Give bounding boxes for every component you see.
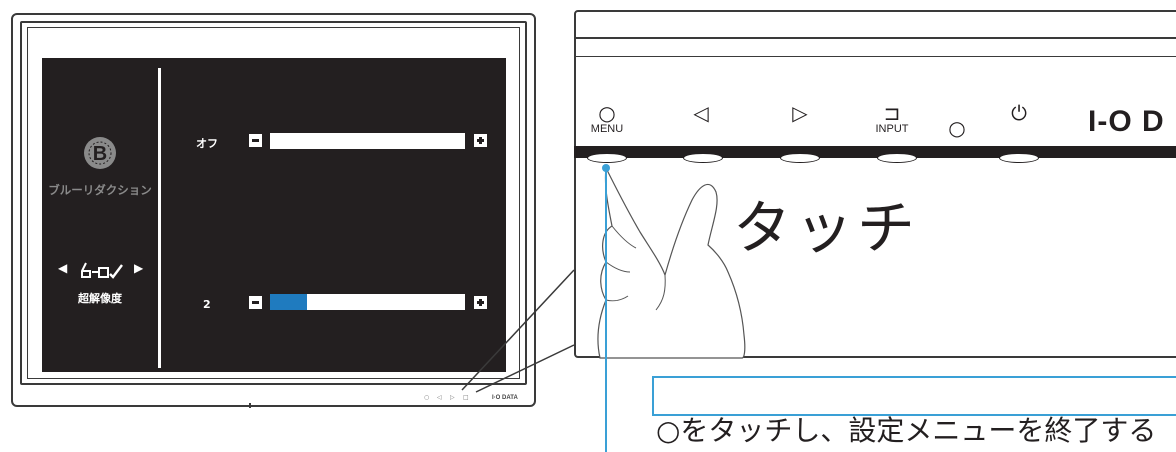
osd-menu [42, 58, 506, 372]
super-resolution-label: 超解像度 [78, 292, 122, 305]
decrease-button[interactable] [249, 134, 262, 147]
increase-button[interactable] [474, 134, 487, 147]
menu-button-label: MENU [590, 123, 624, 135]
chin-input-icon: □ [463, 394, 469, 401]
increase-button[interactable] [474, 296, 487, 309]
bluelight-slider[interactable] [270, 133, 465, 149]
osd-divider [158, 68, 161, 368]
right-button[interactable]: ▷ [785, 103, 815, 123]
monitor-bezel [20, 21, 527, 385]
panel-brand-logo: I-O D [1088, 105, 1165, 138]
right-arrow-icon: ▷ [792, 101, 808, 125]
super-resolution-icon [81, 262, 123, 279]
callout-leader [602, 164, 610, 452]
touch-instruction: タッチ [733, 194, 920, 262]
panel-edge-line [574, 56, 1176, 57]
touch-point-input[interactable] [877, 153, 917, 163]
chin-menu-icon: ○ [424, 394, 430, 401]
chin-right-icon: ▷ [450, 394, 455, 401]
chin-left-icon: ◁ [437, 394, 442, 401]
input-button[interactable]: ⊐ INPUT [868, 103, 916, 136]
power-led: ○ [945, 118, 969, 138]
next-arrow[interactable]: ▶ [134, 261, 144, 275]
touch-point-menu[interactable] [587, 153, 627, 163]
input-icon: ⊐ [883, 101, 901, 125]
zoom-connector [461, 269, 575, 393]
menu-button[interactable]: ○ MENU [585, 103, 629, 136]
monitor-screen [27, 27, 520, 379]
super-resolution-slider[interactable] [270, 294, 465, 310]
blue-light-reduction-icon[interactable]: B [82, 135, 118, 171]
left-button[interactable]: ◁ [686, 103, 716, 123]
circle-icon: ○ [598, 101, 616, 125]
input-button-label: INPUT [875, 123, 909, 135]
panel-frame [574, 10, 1176, 358]
touch-point-right[interactable] [780, 153, 820, 163]
touch-point-left[interactable] [683, 153, 723, 163]
power-led-icon: ○ [948, 116, 966, 140]
panel-edge-line [574, 37, 1176, 39]
previous-arrow[interactable]: ◀ [58, 261, 68, 275]
left-arrow-icon: ◁ [693, 101, 709, 125]
touch-point-power[interactable] [999, 153, 1039, 163]
slider-fill [270, 294, 308, 310]
bluelight-reduction-label: ブルーリダクション [48, 183, 152, 197]
power-icon: ⏻ [1011, 101, 1027, 125]
decrease-button[interactable] [249, 296, 262, 309]
monitor-brand-logo: I·O DATA [492, 395, 518, 401]
super-resolution-value-label: 2 [203, 298, 211, 311]
bluelight-value-label: オフ [196, 137, 218, 150]
svg-text:B: B [93, 143, 107, 165]
power-button[interactable]: ⏻ [1004, 103, 1034, 123]
callout-text: ○をタッチし、設定メニューを終了する [656, 414, 1157, 447]
